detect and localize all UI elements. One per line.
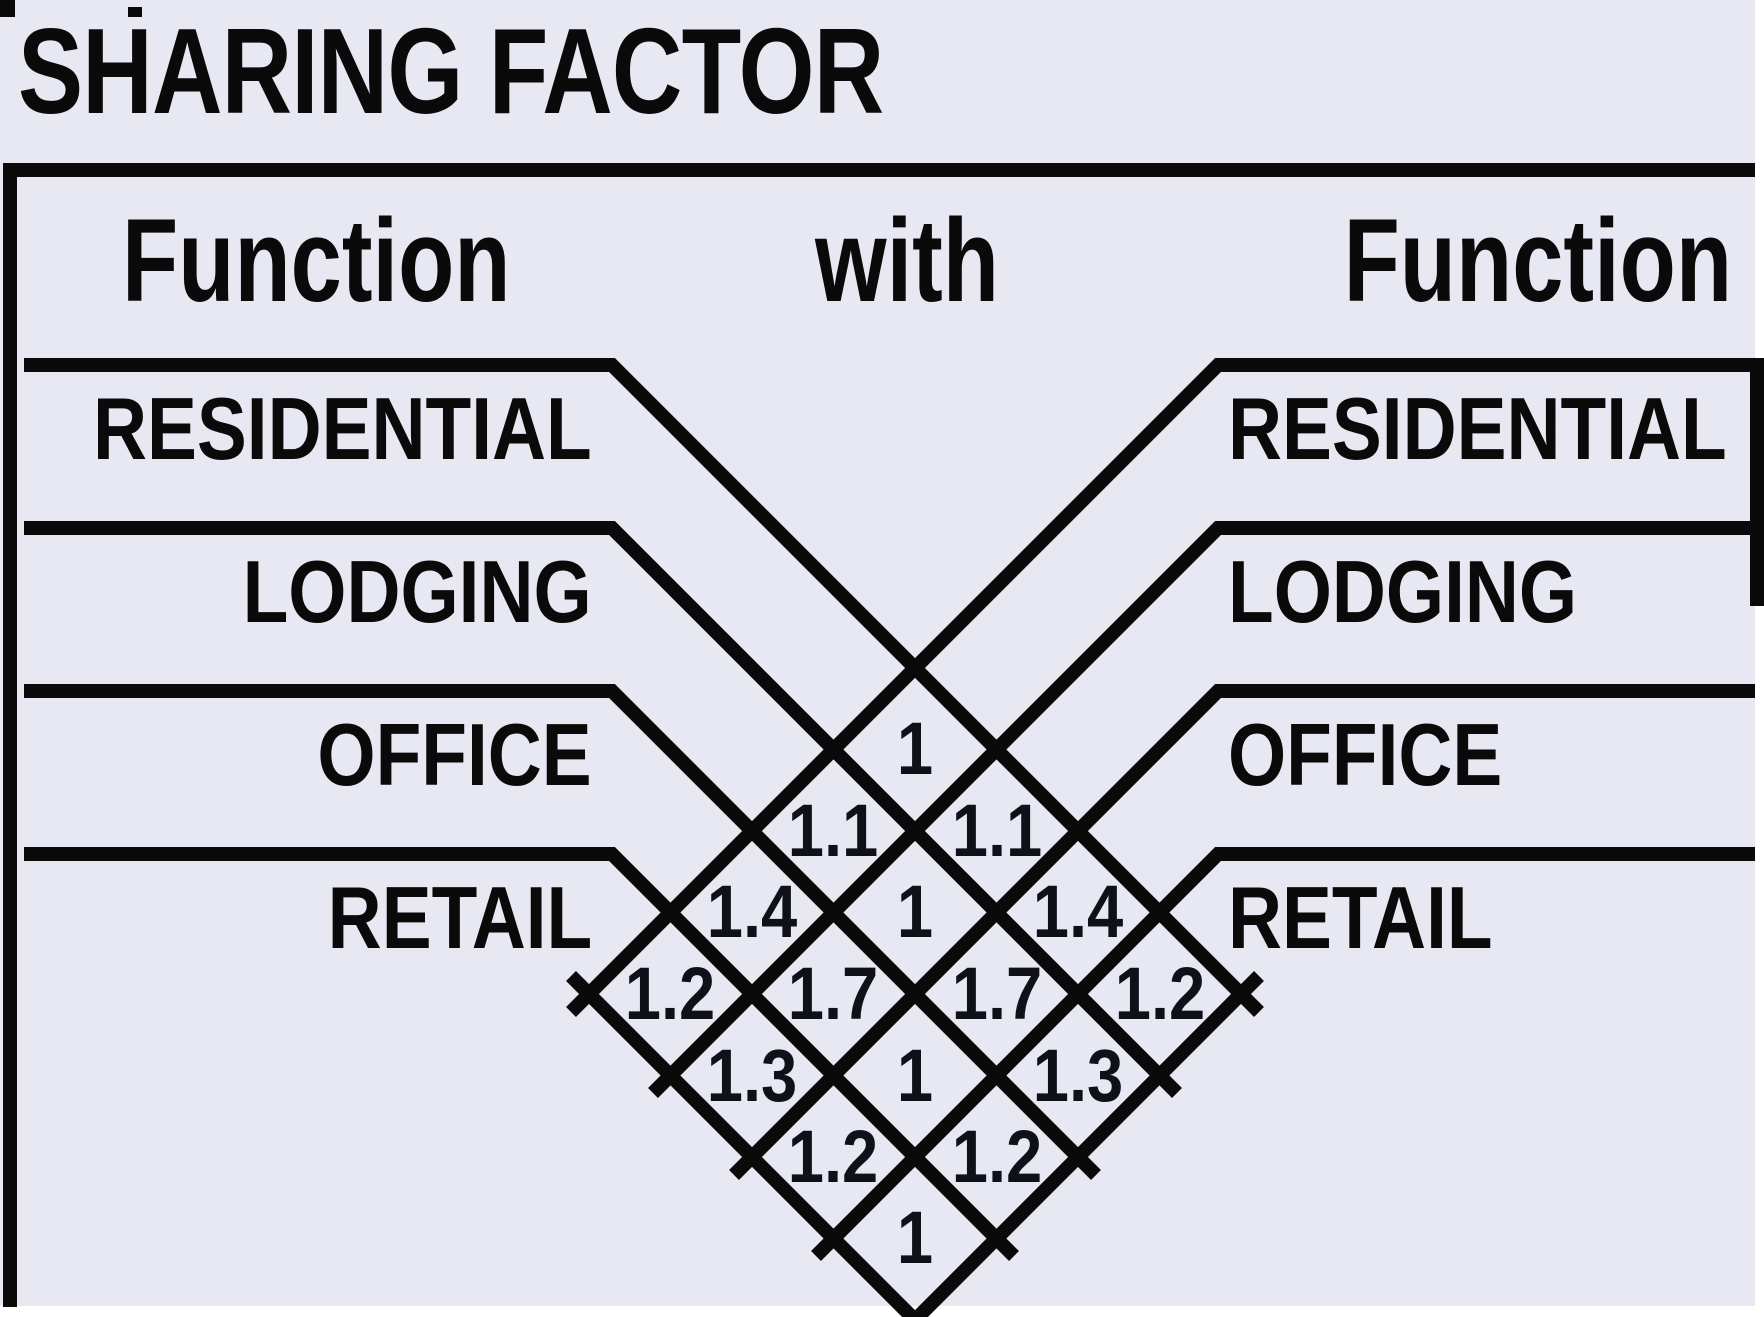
function-line-left-retail	[24, 847, 1019, 1261]
cell-retail-office: 1.2	[787, 1115, 879, 1198]
function-line-left-residential	[24, 358, 1264, 1017]
function-line-left-lodging	[24, 521, 1182, 1098]
lattice-edge-right	[908, 971, 1264, 1317]
function-label-right-residential: RESIDENTIAL	[1228, 379, 1727, 478]
header-function-right: Function	[1343, 195, 1732, 327]
cell-lodging-office: 1.7	[951, 952, 1043, 1035]
edge-strip-right	[1755, 0, 1764, 1306]
border-left	[3, 163, 17, 1307]
lattice-edge-left	[566, 971, 922, 1317]
cell-office-office: 1	[896, 1034, 934, 1117]
cell-office-lodging: 1.7	[787, 952, 879, 1035]
cell-office-retail: 1.2	[951, 1115, 1043, 1198]
function-label-left-office: OFFICE	[317, 705, 592, 804]
function-line-right-retail	[811, 847, 1755, 1261]
cell-retail-retail: 1	[896, 1196, 934, 1279]
edge-strip-bottom	[0, 1306, 1764, 1317]
cell-lodging-retail: 1.3	[1032, 1034, 1124, 1117]
scan-artifact-corner	[0, 0, 15, 17]
cell-lodging-residential: 1.1	[787, 789, 879, 872]
page-title: SHARING FACTOR	[18, 3, 884, 139]
function-label-left-lodging: LODGING	[242, 542, 592, 641]
function-line-left-office	[24, 684, 1101, 1180]
border-top	[3, 163, 1755, 177]
function-line-right-office	[729, 684, 1755, 1180]
cell-residential-residential: 1	[896, 707, 934, 790]
cell-lodging-lodging: 1	[896, 870, 934, 953]
header-with: with	[814, 195, 1000, 327]
cell-residential-lodging: 1.1	[951, 789, 1043, 872]
function-label-right-retail: RETAIL	[1228, 868, 1493, 967]
function-label-left-residential: RESIDENTIAL	[93, 379, 592, 478]
function-line-right-residential	[566, 358, 1755, 1017]
cell-retail-lodging: 1.3	[706, 1034, 798, 1117]
cell-residential-retail: 1.2	[1114, 952, 1206, 1035]
function-label-right-office: OFFICE	[1228, 705, 1503, 804]
cell-office-residential: 1.4	[706, 870, 798, 953]
header-function-left: Function	[122, 195, 511, 327]
border-right	[1750, 358, 1764, 606]
cell-residential-office: 1.4	[1032, 870, 1124, 953]
scan-artifact-tick	[128, 7, 142, 17]
function-line-right-lodging	[648, 521, 1755, 1098]
function-label-left-retail: RETAIL	[327, 868, 592, 967]
function-label-right-lodging: LODGING	[1228, 542, 1578, 641]
cell-retail-residential: 1.2	[624, 952, 716, 1035]
